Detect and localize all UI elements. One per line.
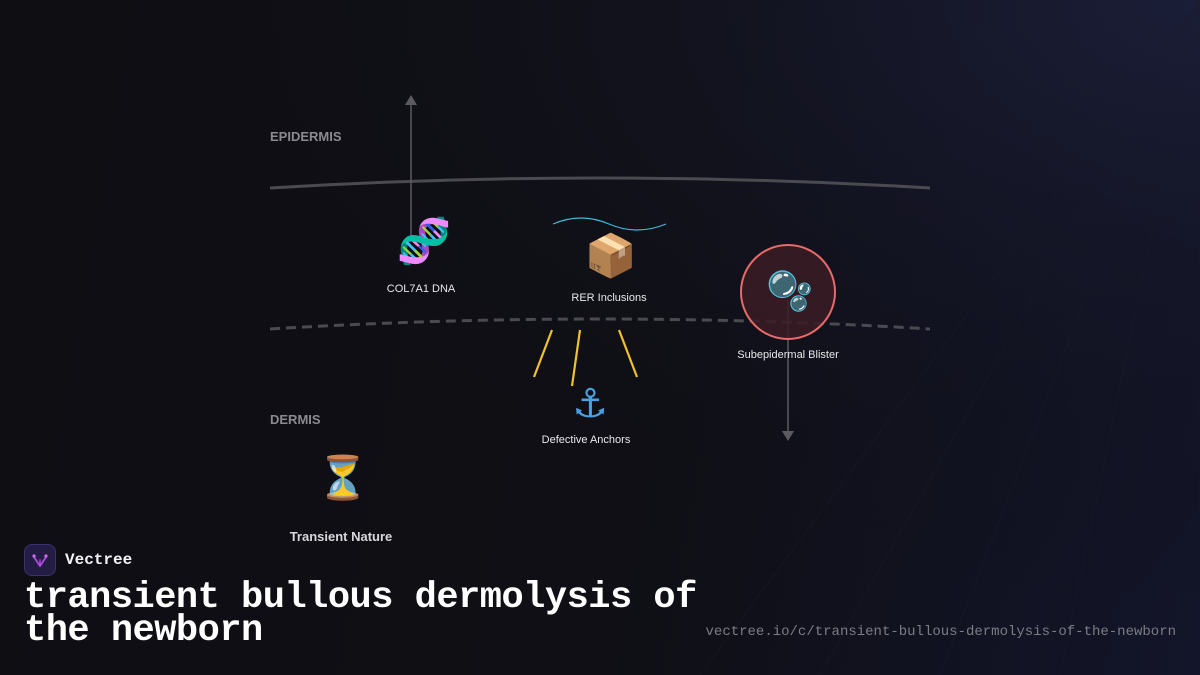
anchor-fibril-lines — [532, 329, 639, 387]
source-url[interactable]: vectree.io/c/transient-bullous-dermolysi… — [705, 624, 1176, 640]
brand-name: Vectree — [65, 551, 133, 569]
anchors-label: Defective Anchors — [542, 434, 631, 446]
dermis-label: DERMIS — [270, 412, 321, 427]
page-title: transient bullous dermolysis of the newb… — [24, 577, 697, 652]
node-subepidermal-blister: 🫧 Subepidermal Blister — [737, 269, 839, 361]
epidermis-label: EPIDERMIS — [270, 129, 342, 144]
package-icon: 📦 — [585, 231, 637, 280]
blister-label: Subepidermal Blister — [737, 349, 839, 361]
vectree-logo-icon — [24, 544, 56, 576]
rer-label: RER Inclusions — [571, 292, 647, 304]
node-transient-nature: ⏳ Transient Nature — [290, 453, 393, 544]
blister-circle — [740, 244, 836, 340]
hourglass-icon: ⏳ — [317, 453, 369, 502]
dna-label: COL7A1 DNA — [387, 283, 456, 295]
bubbles-icon: 🫧 — [766, 269, 813, 313]
basement-membrane-line — [269, 317, 931, 331]
node-col7a1-dna: 🧬 COL7A1 DNA — [387, 214, 456, 295]
brand[interactable]: Vectree — [24, 544, 132, 576]
node-rer-inclusions: 📦 RER Inclusions — [571, 231, 647, 304]
transient-label: Transient Nature — [290, 529, 393, 544]
epidermis-boundary-line — [269, 176, 931, 190]
anchor-icon: ⚓ — [572, 381, 608, 427]
node-defective-anchors: ⚓ Defective Anchors — [542, 381, 631, 446]
dna-icon: 🧬 — [397, 214, 452, 267]
wave-line — [552, 217, 667, 231]
